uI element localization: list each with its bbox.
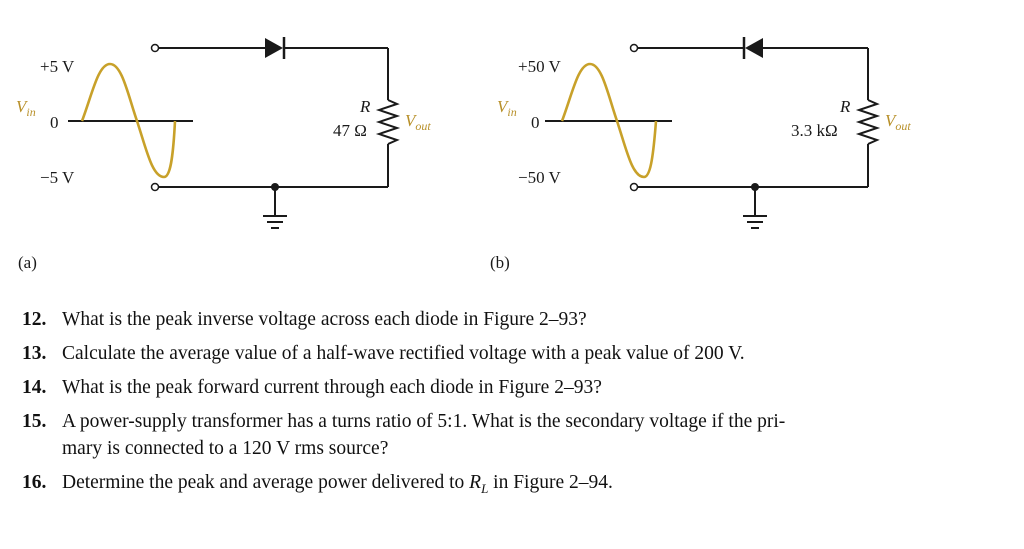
resistor-value-label-b: 3.3 kΩ: [791, 121, 838, 140]
vin-label-a: Vin: [16, 97, 36, 119]
circuit-b: +50 V 0 −50 V Vin R 3.3 kΩ Vout (b): [490, 37, 911, 272]
peak-positive-label-a: +5 V: [40, 57, 75, 76]
peak-negative-label-a: −5 V: [40, 168, 75, 187]
terminal-bottom-b: [629, 182, 639, 192]
peak-negative-label-b: −50 V: [518, 168, 562, 187]
ground-icon: [263, 215, 287, 229]
sine-waveform-b: [560, 62, 658, 179]
problem-item: 16. Determine the peak and average power…: [22, 469, 1002, 502]
vout-label-b: Vout: [885, 111, 911, 133]
problem-number: 16.: [22, 472, 47, 493]
vin-label-b: Vin: [497, 97, 517, 119]
problem-text-after: in Figure 2–94.: [493, 472, 613, 493]
zero-label-a: 0: [50, 113, 59, 132]
problem-number: 13.: [22, 343, 47, 364]
sine-waveform-a: [80, 62, 177, 179]
circuit-a: +5 V 0 −5 V Vin R 47 Ω Vout (a): [16, 37, 431, 272]
problem-number: 14.: [22, 377, 47, 398]
problem-item: 14. What is the peak forward current thr…: [22, 374, 1002, 401]
problem-number: 12.: [22, 309, 47, 330]
zero-label-b: 0: [531, 113, 540, 132]
terminal-bottom-a: [150, 182, 160, 192]
terminal-top-b: [629, 43, 639, 53]
resistor-a: [375, 99, 401, 145]
problem-text: Determine the peak and average power del…: [62, 472, 465, 493]
problem-item: 12. What is the peak inverse voltage acr…: [22, 306, 1002, 333]
resistor-b: [855, 99, 881, 145]
resistor-name-label-a: R: [359, 97, 371, 116]
diode-a: [265, 37, 286, 59]
problem-item: 15. A power-supply transformer has a tur…: [22, 408, 1002, 462]
figure-2-93: +5 V 0 −5 V Vin R 47 Ω Vout (a) +50 V: [16, 37, 911, 272]
peak-positive-label-b: +50 V: [518, 57, 562, 76]
problem-text: A power-supply transformer has a turns r…: [62, 411, 786, 432]
diode-b: [742, 37, 763, 59]
problem-text: Calculate the average value of a half-wa…: [62, 343, 745, 364]
problem-item: 13. Calculate the average value of a hal…: [22, 340, 1002, 367]
vout-label-a: Vout: [405, 111, 431, 133]
problem-number: 15.: [22, 411, 47, 432]
caption-b: (b): [490, 253, 510, 272]
problem-text: What is the peak inverse voltage across …: [62, 309, 587, 330]
resistor-value-label-a: 47 Ω: [333, 121, 367, 140]
problem-text-continued: mary is connected to a 120 V rms source?: [62, 438, 389, 459]
caption-a: (a): [18, 253, 37, 272]
ground-icon: [743, 215, 767, 229]
problem-list: 12. What is the peak inverse voltage acr…: [22, 306, 1002, 509]
resistor-name-label-b: R: [839, 97, 851, 116]
terminal-top-a: [150, 43, 160, 53]
problem-text: What is the peak forward current through…: [62, 377, 602, 398]
variable-rl: RL: [469, 472, 489, 496]
